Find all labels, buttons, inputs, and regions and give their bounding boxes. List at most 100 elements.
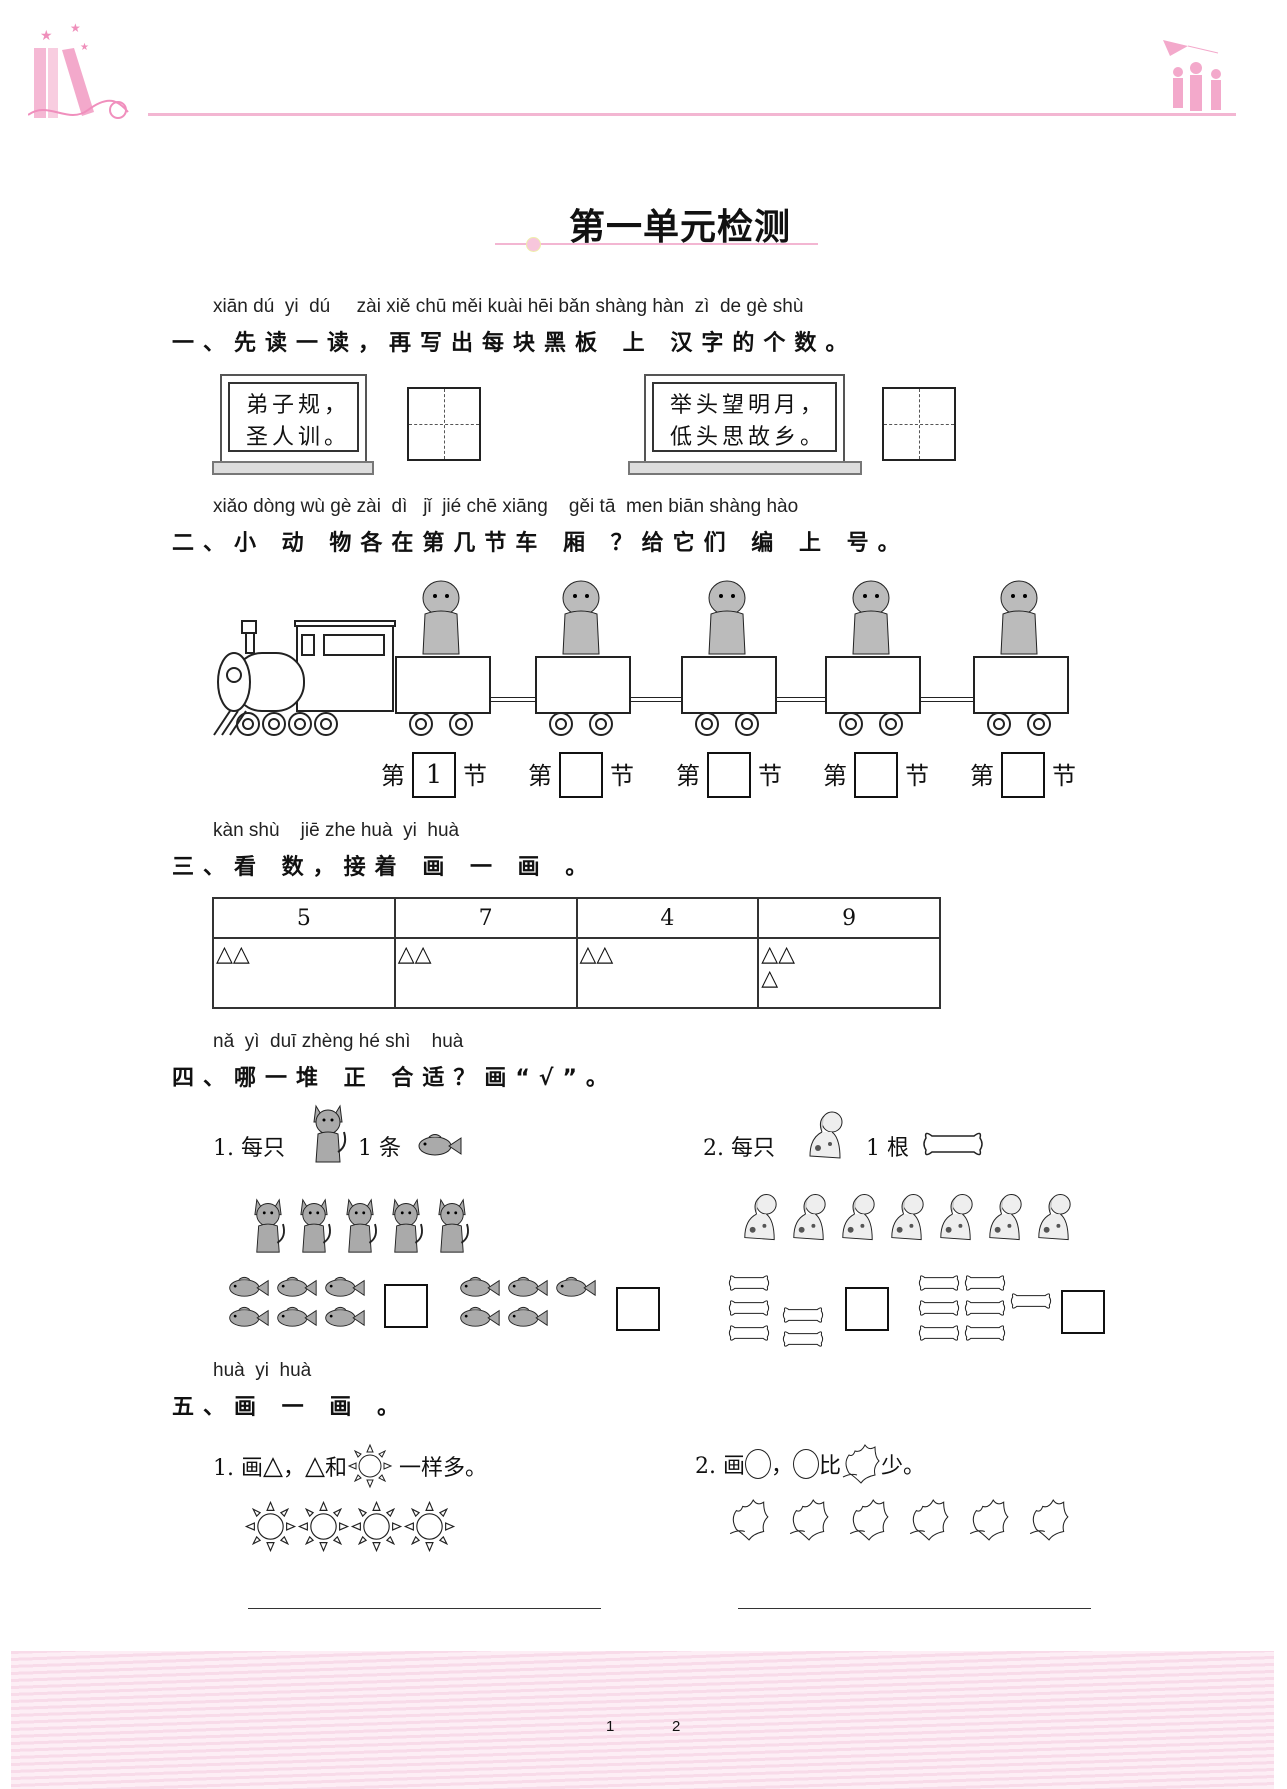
- car-label-suffix: 节: [463, 762, 487, 790]
- page-number-left: 1: [606, 1718, 615, 1735]
- car-label-suffix: 节: [758, 762, 782, 790]
- drawing-cell[interactable]: △△: [212, 937, 396, 1009]
- answer-line-1[interactable]: [248, 1608, 601, 1609]
- locomotive: [213, 620, 396, 736]
- car-label-prefix: 第: [528, 762, 552, 790]
- car-number-box[interactable]: [1001, 752, 1045, 798]
- check-box-bones-a[interactable]: [845, 1287, 889, 1331]
- wheel: [549, 712, 573, 736]
- wheel: [1027, 712, 1051, 736]
- cat-icon: [432, 1196, 472, 1254]
- q5-1-a: 1. 画: [213, 1456, 263, 1481]
- section1-pinyin: xiān dú yi dú zài xiě chū měi kuài hēi b…: [213, 296, 804, 317]
- fish-icon: [322, 1275, 366, 1299]
- q4-2-middle: 1 根: [866, 1136, 909, 1161]
- check-box-fish-a[interactable]: [384, 1284, 428, 1328]
- bone-icon: [964, 1272, 1006, 1294]
- bone-icon: [782, 1328, 824, 1350]
- monkey-icon: [697, 576, 757, 656]
- car-label-suffix: 节: [905, 762, 929, 790]
- answer-grid-1[interactable]: [407, 387, 481, 461]
- section4-heading: 四、哪一堆 正 合适？画“√”。: [172, 1066, 617, 1091]
- page-title: 第一单元检测: [568, 206, 791, 248]
- leaf-icon: [848, 1498, 890, 1542]
- fish-icon: [226, 1275, 270, 1299]
- dog-icon: [735, 1190, 784, 1246]
- drawing-cell[interactable]: △△: [575, 937, 760, 1009]
- dog-icon: [882, 1190, 931, 1246]
- fish-icon: [457, 1275, 501, 1299]
- wheel: [695, 712, 719, 736]
- drawing-cell[interactable]: △△: [393, 937, 578, 1009]
- fish-icon: [505, 1275, 549, 1299]
- wheel: [987, 712, 1011, 736]
- wheel: [449, 712, 473, 736]
- dog-icon: [1029, 1190, 1078, 1246]
- number-cell: 5: [212, 897, 396, 939]
- check-box-bones-b[interactable]: [1061, 1290, 1105, 1334]
- bone-icon: [918, 1272, 960, 1294]
- bone-icon: [964, 1297, 1006, 1319]
- car-number-box[interactable]: [854, 752, 898, 798]
- fish-icon: [457, 1305, 501, 1329]
- fish-icon: [226, 1305, 270, 1329]
- car-number-box[interactable]: [559, 752, 603, 798]
- cat-icon: [386, 1196, 426, 1254]
- section3-pinyin: kàn shù jiē zhe huà yi huà: [213, 820, 460, 841]
- blackboard-1: 弟子规，圣人训。: [220, 374, 367, 464]
- title-dot: [526, 237, 541, 252]
- section4-pinyin: nǎ yì duī zhèng hé shì huà: [213, 1031, 464, 1052]
- cat-icon: [411, 576, 471, 656]
- wheel: [314, 712, 338, 736]
- circle-icon: [793, 1449, 819, 1479]
- sun-icon: [347, 1443, 393, 1489]
- drawing-cell[interactable]: △△ △: [757, 937, 941, 1009]
- triangle-icon: △: [305, 1451, 325, 1481]
- car-label-suffix: 节: [610, 762, 634, 790]
- q5-1-c: 和: [325, 1456, 348, 1481]
- svg-text:★: ★: [40, 28, 53, 44]
- car-label-suffix: 节: [1052, 762, 1076, 790]
- check-box-fish-b[interactable]: [616, 1287, 660, 1331]
- number-table: 5 7 4 9 △△ △△ △△ △△ △: [212, 897, 941, 1009]
- car-number-box[interactable]: 1: [412, 752, 456, 798]
- number-cell: 4: [575, 897, 760, 939]
- dog-icon: [980, 1190, 1029, 1246]
- dog-icon: [833, 1190, 882, 1246]
- bone-icon: [728, 1322, 770, 1344]
- wheel: [839, 712, 863, 736]
- car-label-prefix: 第: [970, 762, 994, 790]
- wheel: [262, 712, 286, 736]
- section2-heading: 二、小 动 物各在第几节车 厢 ？给它们 编 上 号。: [172, 531, 909, 556]
- cat-icon: [294, 1196, 334, 1254]
- car-label-prefix: 第: [676, 762, 700, 790]
- wheel: [409, 712, 433, 736]
- q5-1-b: ，: [282, 1456, 305, 1481]
- header-rule: [148, 113, 1236, 116]
- bone-icon: [728, 1297, 770, 1319]
- board2-line1: 举头望明月，: [670, 393, 827, 418]
- bone-icon: [918, 1297, 960, 1319]
- q5-2-d: 少。: [881, 1454, 926, 1479]
- train-car: [395, 656, 491, 714]
- fish-icon: [553, 1275, 597, 1299]
- car-number-box[interactable]: [707, 752, 751, 798]
- answer-line-2[interactable]: [738, 1608, 1091, 1609]
- dog-icon: [931, 1190, 980, 1246]
- bone-icon: [918, 1322, 960, 1344]
- kids-kite-decoration: [1163, 40, 1221, 111]
- q4-2-prefix: 2. 每只: [703, 1136, 775, 1161]
- section3-heading: 三、看 数，接着 画 一 画 。: [172, 855, 597, 880]
- section5-heading: 五、画 一 画 。: [172, 1395, 408, 1420]
- bone-icon: [922, 1128, 984, 1164]
- cat-icon: [248, 1196, 288, 1254]
- fish-icon: [505, 1305, 549, 1329]
- cat-icon: [308, 1102, 348, 1168]
- page-number-right: 2: [672, 1718, 681, 1735]
- cat-icon: [340, 1196, 380, 1254]
- q4-1-prefix: 1. 每只: [213, 1136, 285, 1161]
- bone-icon: [1010, 1290, 1052, 1312]
- blackboard-2: 举头望明月，低头思故乡。: [644, 374, 845, 464]
- wheel: [236, 712, 260, 736]
- answer-grid-2[interactable]: [882, 387, 956, 461]
